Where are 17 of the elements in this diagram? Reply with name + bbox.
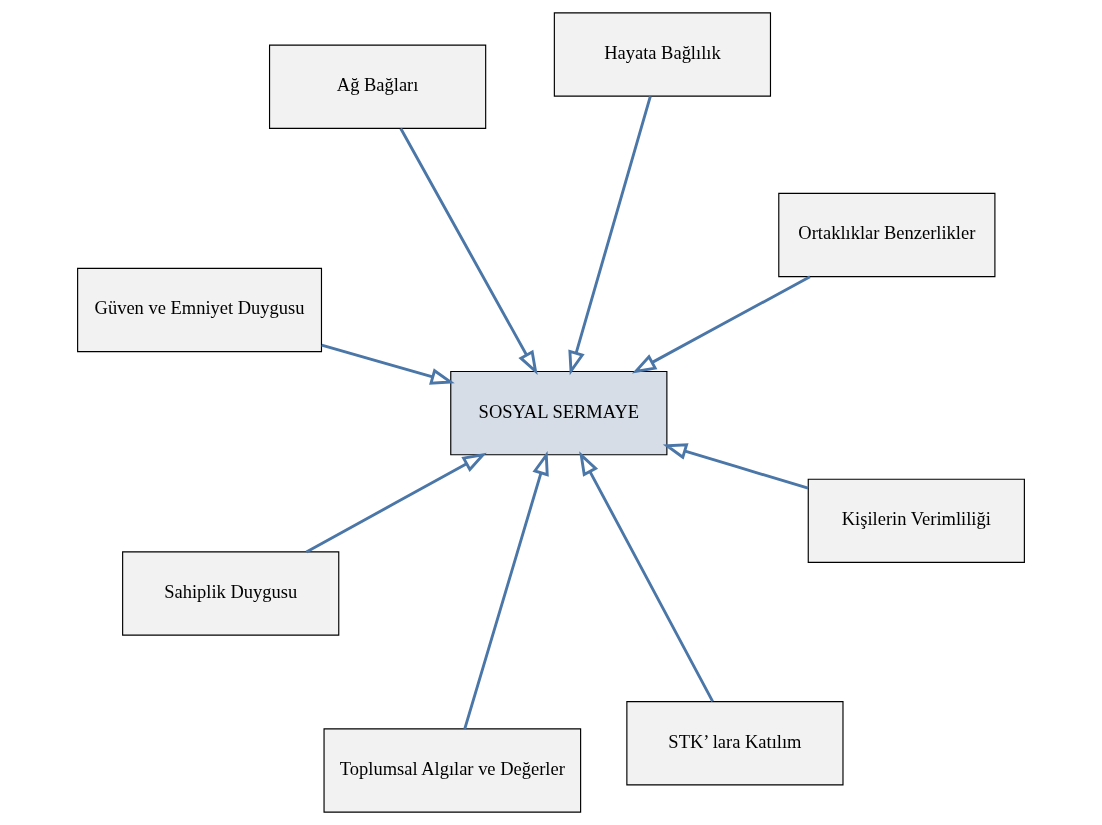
arrow <box>579 451 714 703</box>
node-box: Toplumsal Algılar ve Değerler <box>323 728 582 813</box>
arrow <box>463 450 549 730</box>
arrow <box>662 443 809 490</box>
node-box: Sahiplik Duygusu <box>122 551 340 636</box>
arrow <box>631 275 811 374</box>
arrow <box>321 343 455 385</box>
arrow <box>568 95 652 376</box>
node-box: Ortaklıklar Benzerlikler <box>778 192 996 278</box>
node-box: STK’ lara Katılım <box>626 701 844 786</box>
node-box: SOSYAL SERMAYE <box>450 370 668 456</box>
arrow <box>399 127 538 376</box>
node-box: Güven ve Emniyet Duygusu <box>77 267 323 353</box>
arrow <box>305 452 487 554</box>
node-box: Hayata Bağlılık <box>553 12 772 97</box>
node-box: Ağ Bağları <box>268 44 487 129</box>
node-box: Kişilerin Verimliliği <box>807 478 1025 564</box>
